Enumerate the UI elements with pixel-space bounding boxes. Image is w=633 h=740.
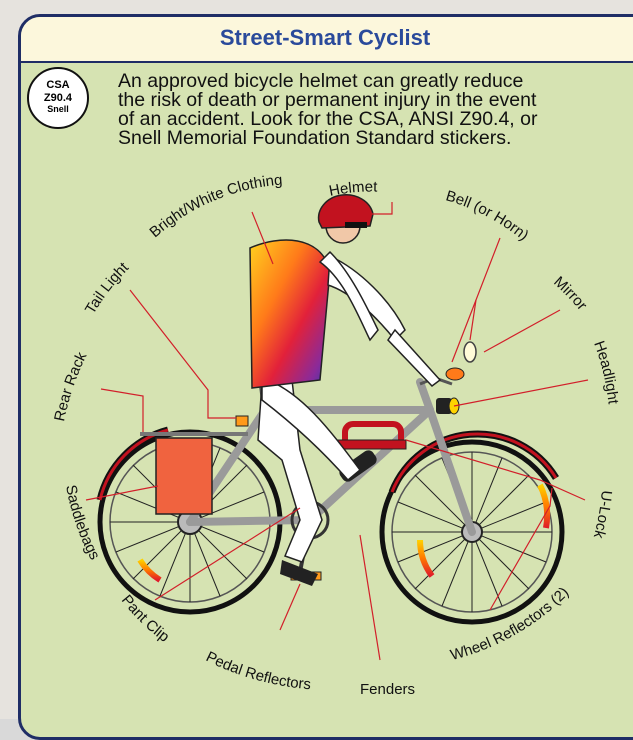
badge-snell-text: Snell	[47, 104, 69, 114]
label-headlight: Headlight	[590, 339, 621, 406]
svg-text:U-Lock: U-Lock	[590, 490, 615, 541]
saddlebag-shape	[156, 438, 212, 514]
svg-text:Bright/White Clothing: Bright/White Clothing	[146, 172, 283, 241]
tail-light-shape	[236, 416, 248, 426]
intro-line-4: Snell Memorial Foundation Standard stick…	[118, 127, 511, 149]
label-tail-light: Tail Light	[82, 259, 133, 318]
bell-shape	[446, 368, 464, 380]
helmet-standards-badge: CSA Z90.4 Snell	[28, 68, 88, 128]
svg-text:Mirror: Mirror	[550, 273, 590, 313]
sunglasses	[345, 222, 367, 228]
label-fenders: Fenders	[360, 681, 415, 698]
label-pedal-reflectors: Pedal Reflectors	[203, 648, 311, 693]
svg-text:Tail Light: Tail Light	[82, 259, 133, 318]
intro-paragraph: An approved bicycle helmet can greatly r…	[118, 70, 538, 149]
badge-csa-text: CSA	[46, 79, 69, 91]
label-saddlebags: Saddlebags	[62, 483, 103, 562]
label-u-lock: U-Lock	[590, 490, 615, 541]
cyclist-diagram: CSA Z90.4 Snell An approved bicycle helm…	[0, 0, 633, 719]
badge-z904-text: Z90.4	[44, 92, 73, 104]
label-mirror: Mirror	[550, 273, 590, 313]
mirror-shape	[464, 342, 476, 362]
bicycle-illustration	[100, 342, 562, 622]
svg-text:Saddlebags: Saddlebags	[62, 483, 103, 562]
label-bell: Bell (or Horn)	[444, 187, 532, 244]
svg-text:Rear Rack: Rear Rack	[51, 349, 90, 423]
svg-text:Headlight: Headlight	[590, 339, 621, 406]
part-labels: Helmet Bright/White Clothing Bell (or Ho…	[51, 172, 621, 698]
label-clothing: Bright/White Clothing	[146, 172, 283, 241]
svg-text:Pedal Reflectors: Pedal Reflectors	[203, 648, 311, 693]
label-rear-rack: Rear Rack	[51, 349, 90, 423]
svg-text:Bell (or Horn): Bell (or Horn)	[444, 187, 532, 244]
